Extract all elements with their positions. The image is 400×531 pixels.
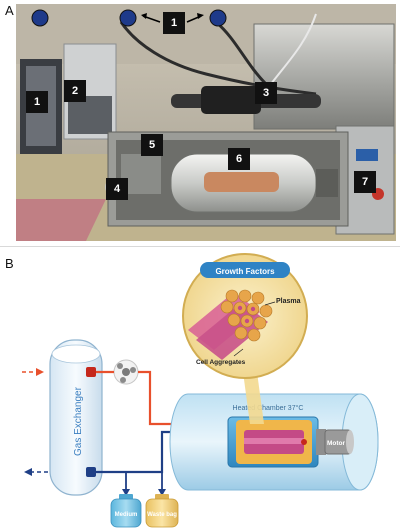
motor-label: Motor [327, 440, 346, 447]
photo-callout-arrows [141, 13, 204, 23]
photo-callout-2: 2 [64, 80, 86, 102]
plasma-pointer [264, 301, 276, 306]
photo-callout-1-left: 1 [26, 91, 48, 113]
photo-callout-4: 4 [106, 178, 128, 200]
panel-a-letter: A [5, 3, 14, 18]
photo-callout-3: 3 [255, 82, 277, 104]
medium-label: Medium [115, 512, 138, 518]
cell-aggregates-pointer [233, 348, 244, 357]
cell-aggregates-label: Cell Aggregates [196, 359, 246, 366]
gas-exchanger-label: Gas Exchanger [73, 386, 84, 456]
panel-b-letter: B [5, 256, 14, 271]
waste-bag [145, 494, 179, 528]
exchanger-inlet-port [86, 367, 96, 377]
photo-callout-7: 7 [354, 171, 376, 193]
outflow-arrow [24, 468, 48, 476]
medium-line-arrow [122, 489, 130, 496]
growth-factors-title: Growth Factors [215, 267, 275, 276]
photo-callout-1-top: 1 [163, 12, 185, 34]
inflow-arrow [22, 368, 44, 376]
plasma-label: Plasma [276, 298, 301, 305]
photo-callout-6: 6 [228, 148, 250, 170]
photo-callout-5: 5 [141, 134, 163, 156]
peristaltic-pump [113, 359, 139, 385]
motor [324, 429, 354, 455]
gas-exchanger [49, 339, 103, 496]
waste-line-arrow [158, 489, 166, 496]
medium-bottle [110, 494, 142, 528]
exchanger-outlet-port [86, 467, 96, 477]
hollow-fiber-bundle [188, 289, 273, 360]
panel-divider [0, 246, 400, 247]
heated-chamber-label: Heated Chamber 37°C [233, 404, 304, 412]
bioreactor-vessel [227, 416, 326, 468]
waste-bag-label: Waste bag [147, 512, 177, 518]
bioreactor-diagram: Gas Exchanger [22, 253, 379, 528]
